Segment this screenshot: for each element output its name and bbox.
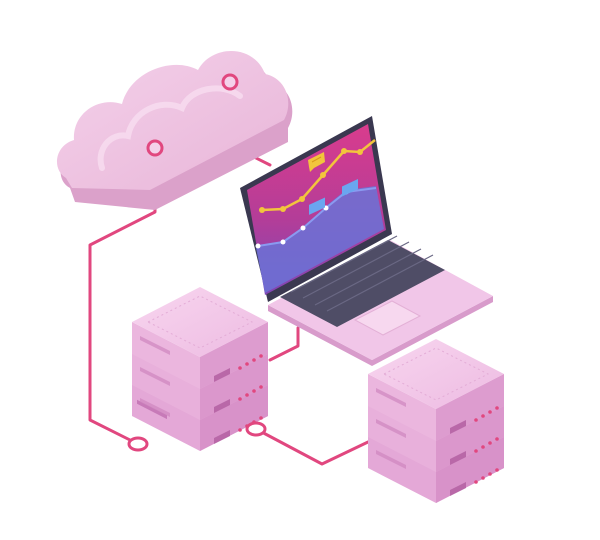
- server-unit: [368, 436, 504, 503]
- server-unit: [132, 353, 268, 420]
- laptop-to-server-line: [268, 326, 300, 362]
- screen-chart-points-upper: [259, 148, 363, 213]
- cloud-node-left: [146, 139, 164, 157]
- server-unit: [368, 405, 504, 472]
- server-top: [368, 339, 504, 409]
- screen-tooltip-yellow: [308, 152, 325, 172]
- laptop-keyboard: [280, 240, 445, 327]
- cloud-icon: [56, 50, 293, 210]
- laptop-icon: [240, 116, 493, 366]
- screen-chart-points-lower: [255, 189, 349, 249]
- cloud-node-right: [221, 73, 239, 91]
- server-stack-left: [132, 287, 268, 451]
- server-top: [132, 287, 268, 357]
- screen-tooltip-blue-2: [342, 179, 358, 197]
- server-unit: [132, 322, 268, 389]
- server-unit: [132, 384, 268, 451]
- network-node-left: [127, 436, 149, 452]
- laptop-touchpad: [353, 300, 422, 336]
- network-nodes: [127, 421, 267, 452]
- server-unit: [368, 374, 504, 441]
- server-to-server-line: [254, 427, 370, 466]
- server-stack-right: [368, 339, 504, 503]
- screen-tooltip-blue-1: [309, 197, 325, 215]
- screen-chart-area: [256, 186, 384, 293]
- network-node-center: [245, 421, 267, 437]
